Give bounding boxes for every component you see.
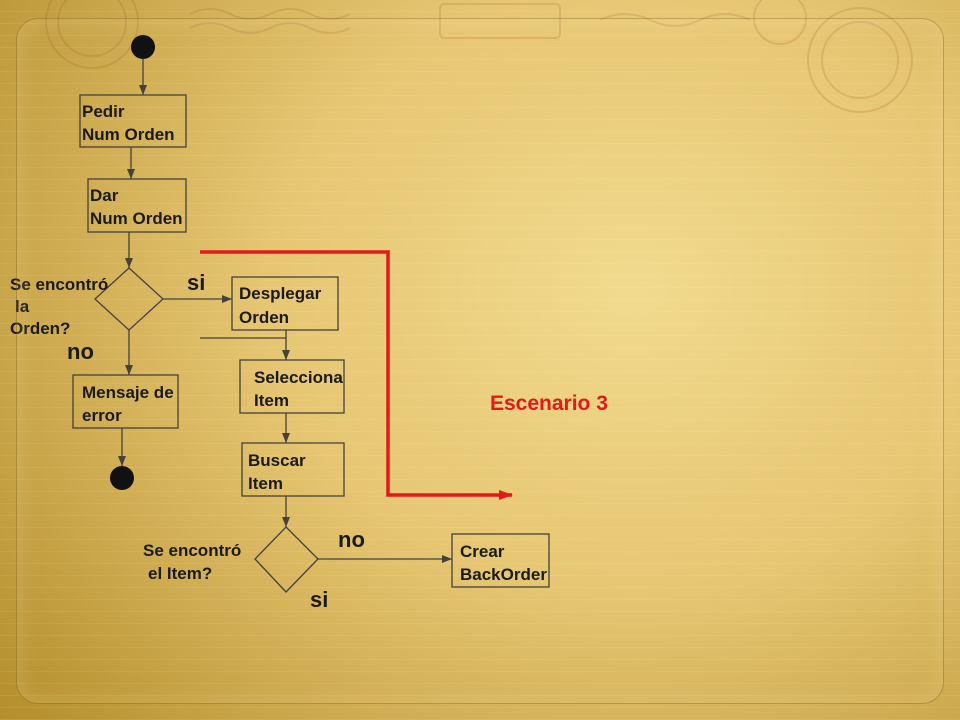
postmark-wave [189,8,351,20]
end-node [110,466,134,490]
label-line: Se encontró [143,541,241,560]
label-line: Crear [460,542,505,561]
postmark-circle [57,0,127,57]
activity-dar-num-orden-label: Dar Num Orden [90,186,183,228]
decision-item-found [254,526,319,593]
activity-crear-backorder-label: Crear BackOrder [460,542,547,584]
scenario-3-path [200,250,513,500]
postmark-circle [45,0,139,69]
decision-item-question: Se encontró el Item? [143,541,246,583]
label-line: Item [248,474,283,493]
postmark-stamp [439,3,561,39]
label-line: Se encontró [10,275,108,294]
decision-orden-found [94,267,164,331]
activity-buscar-item-label: Buscar Item [248,451,310,493]
activity-selecciona-item-label: Selecciona Item [254,368,348,410]
label-line: Pedir [82,102,125,121]
postmark-wave [189,22,351,34]
scenario-label: Escenario 3 [490,392,608,415]
activity-mensaje-error-label: Mensaje de error [82,383,178,425]
activity-selecciona-item [239,359,345,414]
postmark-wave [599,13,751,27]
activity-desplegar-orden-label: Desplegar Orden [239,284,326,327]
label-line: el Item? [148,564,212,583]
edge-label-orden-si: si [187,270,205,295]
postmark-circle [807,7,913,113]
activity-desplegar-orden [231,276,339,331]
label-line: error [82,406,122,425]
edge-label-orden-no: no [67,339,94,364]
label-line: Num Orden [90,209,183,228]
activity-buscar-item [241,442,345,497]
label-line: Buscar [248,451,306,470]
label-line: la [15,297,30,316]
activity-dar-num-orden [87,178,187,233]
label-line: Desplegar [239,284,322,303]
label-line: Dar [90,186,119,205]
edge-label-item-si: si [310,587,328,612]
postmark-decoration [45,0,913,113]
activity-crear-backorder [451,533,550,588]
label-line: Orden [239,308,289,327]
edge-label-item-no: no [338,527,365,552]
label-line: Orden? [10,319,70,338]
postmark-circle [753,0,807,45]
label-line: Selecciona [254,368,343,387]
label-line: Item [254,391,289,410]
activity-pedir-num-orden-label: Pedir Num Orden [82,102,175,144]
decision-orden-question: Se encontró la Orden? [10,275,113,338]
label-line: Mensaje de [82,383,174,402]
postmark-circle [821,21,899,99]
label-line: BackOrder [460,565,547,584]
activity-mensaje-error [72,374,179,429]
activity-pedir-num-orden [79,94,187,148]
label-line: Num Orden [82,125,175,144]
start-node [131,35,155,59]
